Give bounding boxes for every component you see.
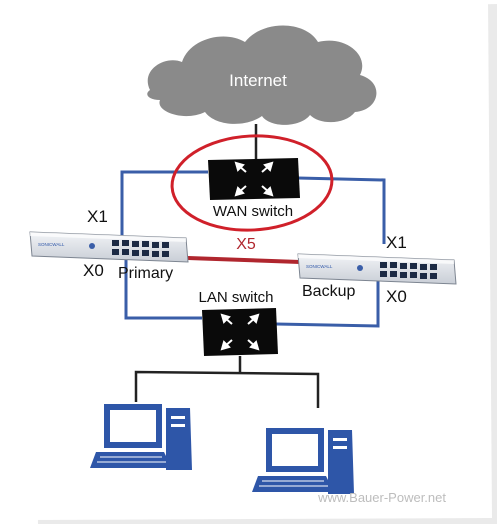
primary-x0-label: X0 [83,261,104,280]
lan-links [124,250,380,328]
internet-label: Internet [229,71,287,90]
lan-switch-icon [202,308,278,356]
backup-x1-label: X1 [386,233,407,252]
lan-switch-label: LAN switch [198,289,273,306]
computer-icon [252,428,354,494]
primary-label: Primary [118,265,173,282]
wan-links [120,170,386,244]
backup-x0-label: X0 [386,287,407,306]
wan-switch-highlight [170,134,334,232]
backup-firewall-icon [297,253,457,285]
x5-link [187,256,301,264]
primary-firewall-icon [29,231,189,263]
backup-label: Backup [302,283,355,300]
primary-x1-label: X1 [87,207,108,226]
computer-icon [90,404,192,470]
wan-switch-icon [208,158,300,200]
internet-cloud-icon [147,25,377,125]
primary-brand-label: SONICWALL [38,242,65,247]
backup-brand-label: SONICWALL [306,264,333,269]
x5-label: X5 [236,236,256,253]
lan-trunk [134,356,320,408]
wan-switch-label: WAN switch [213,203,293,220]
watermark: www.Bauer-Power.net [317,490,446,505]
